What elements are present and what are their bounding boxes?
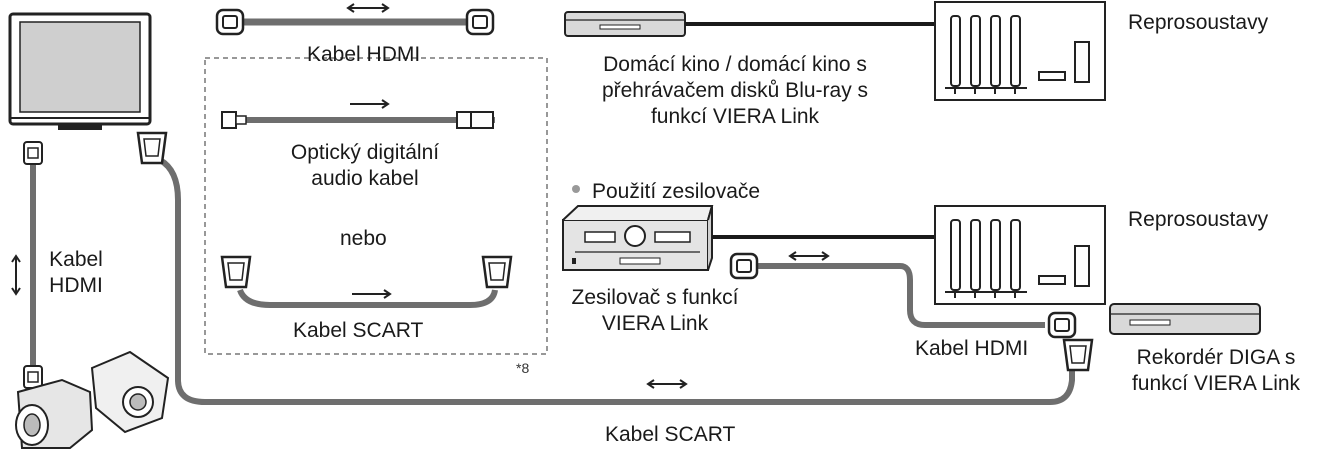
hdmi-cable-recorder xyxy=(729,251,1077,339)
amplifier-label: Zesilovač s funkcí VIERA Link xyxy=(555,285,755,337)
home-theater-label-line-1: Domácí kino / domácí kino s xyxy=(603,53,867,76)
amplifier-use-text: Použití zesilovače xyxy=(592,180,761,203)
home-theater-label-line-3: funkcí VIERA Link xyxy=(650,105,820,128)
speakers-label: Reprosoustavy xyxy=(1128,208,1269,231)
hdmi-cable-left-label: Kabel HDMI xyxy=(36,247,116,299)
scart-cable-bottom xyxy=(136,131,1094,405)
direction-arrow xyxy=(646,379,688,389)
recorder-label-line-1: Rekordér DIGA s xyxy=(1136,346,1296,369)
optical-cable-label-line-1: Optický digitální xyxy=(290,141,440,164)
speaker-system-icon xyxy=(934,205,1106,305)
hdmi-cable-left-label-line-2: HDMI xyxy=(49,274,103,297)
scart-cable-bottom-label: Kabel SCART xyxy=(605,423,736,446)
diga-recorder-icon xyxy=(1109,303,1261,335)
camera-icon xyxy=(90,350,170,434)
optical-cable xyxy=(221,99,495,129)
home-theater-label: Domácí kino / domácí kino s přehrávačem … xyxy=(560,52,910,130)
scart-cable-label: Kabel SCART xyxy=(293,319,424,342)
hdmi-cable-recorder-label: Kabel HDMI xyxy=(915,337,1029,360)
recorder-label: Rekordér DIGA s funkcí VIERA Link xyxy=(1106,345,1326,397)
hdmi-cable-label: Kabel HDMI xyxy=(307,43,421,66)
recorder-label-line-2: funkcí VIERA Link xyxy=(1131,372,1301,395)
direction-arrow xyxy=(352,289,392,299)
speaker-system-icon xyxy=(934,1,1106,101)
alternative-connections-box xyxy=(204,57,548,355)
speakers-label: Reprosoustavy xyxy=(1128,11,1269,34)
hdmi-cable-top xyxy=(215,3,495,36)
direction-arrow xyxy=(11,254,21,296)
optical-cable-label-line-2: audio kabel xyxy=(311,167,419,190)
direction-arrow xyxy=(788,251,830,261)
direction-arrow xyxy=(346,3,390,13)
optical-cable-label: Optický digitální audio kabel xyxy=(265,140,465,192)
home-theater-label-line-2: přehrávačem disků Blu-ray s xyxy=(601,79,869,102)
or-label: nebo xyxy=(340,227,387,250)
amplifier-label-line-2: VIERA Link xyxy=(601,312,709,335)
home-theater-icon xyxy=(564,11,686,37)
hdmi-cable-left xyxy=(11,141,43,389)
camcorder-icon xyxy=(15,378,94,449)
amplifier-label-line-1: Zesilovač s funkcí xyxy=(571,286,739,309)
scart-cable-inner xyxy=(220,255,513,308)
tv-icon xyxy=(8,12,152,130)
amplifier-use-heading: Použití zesilovače xyxy=(572,179,760,205)
amplifier-icon xyxy=(562,205,714,271)
hdmi-cable-left-label-line-1: Kabel xyxy=(49,248,103,271)
direction-arrow xyxy=(350,99,390,109)
bullet-icon xyxy=(572,185,580,194)
footnote-marker: *8 xyxy=(516,360,530,376)
